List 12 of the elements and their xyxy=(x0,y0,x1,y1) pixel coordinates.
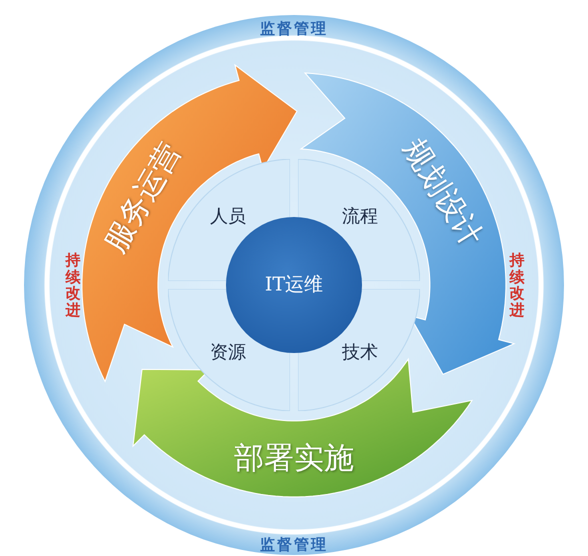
quadrant-label: 资源 xyxy=(210,344,246,362)
ring-label: 持续改进 xyxy=(510,252,524,318)
arrow-label: 服务运营 xyxy=(100,138,186,258)
quadrant-label: 流程 xyxy=(342,208,378,226)
quadrant-label: 人员 xyxy=(210,208,246,226)
arrow-label: 规划设计 xyxy=(397,134,486,252)
quadrant-label: 技术 xyxy=(342,344,378,362)
ring-label: 监督管理 xyxy=(260,22,328,36)
arrow-label: 部署实施 xyxy=(234,444,354,474)
ring-label: 持续改进 xyxy=(66,252,80,318)
ring-label: 监督管理 xyxy=(260,538,328,552)
center-label: IT运维 xyxy=(264,276,324,294)
